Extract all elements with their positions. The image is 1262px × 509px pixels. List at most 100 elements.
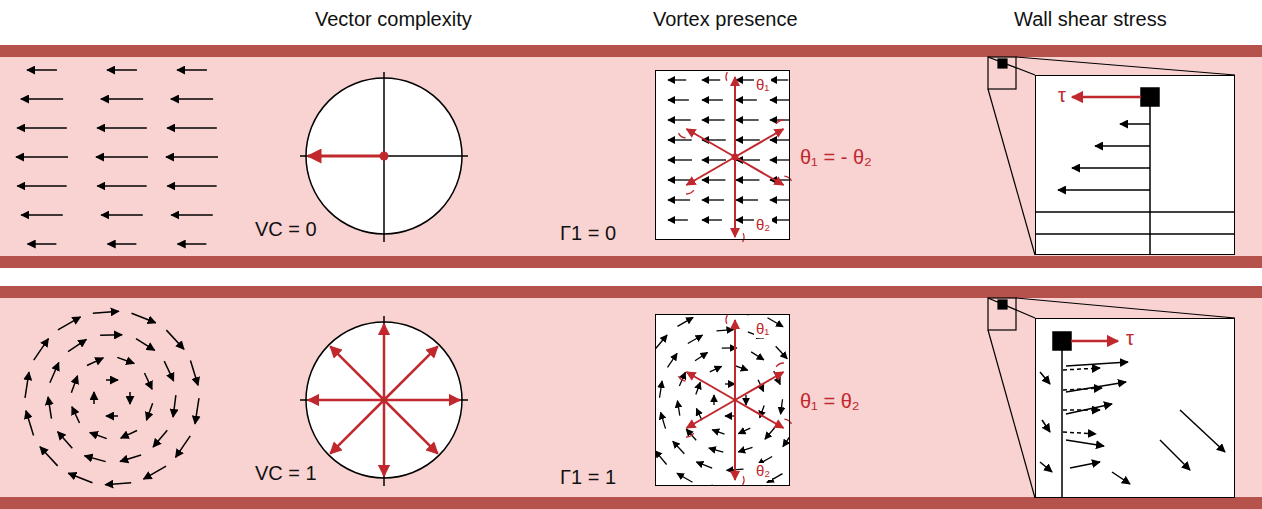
flow-vector	[667, 353, 677, 367]
flow-vector	[736, 119, 759, 120]
flow-vector	[734, 157, 736, 237]
flow-vector	[330, 400, 384, 454]
vessel-lumen	[0, 286, 1262, 509]
flow-vector	[686, 429, 696, 440]
flow-vector	[702, 199, 724, 200]
node-label: τ	[1124, 327, 1136, 349]
flow-vector	[40, 447, 58, 466]
flow-vector	[710, 366, 722, 371]
flow-vector	[101, 98, 143, 100]
flow-vector	[695, 353, 708, 361]
flow-vector	[687, 157, 735, 185]
angle-arc	[743, 233, 744, 242]
flow-vector	[668, 159, 692, 160]
flow-vector	[736, 99, 757, 100]
flow-vector	[48, 397, 51, 419]
flow-vector	[34, 339, 49, 360]
flow-vector	[702, 179, 725, 180]
flow-vector	[96, 156, 148, 158]
flow-vector	[677, 401, 679, 416]
flow-vector	[105, 483, 131, 485]
flow-vector	[736, 366, 748, 370]
angle-arc	[784, 176, 791, 181]
flow-vector	[93, 311, 119, 313]
flow-vector	[136, 339, 155, 351]
node-label: θ₂	[754, 463, 772, 480]
flow-vector	[85, 456, 106, 462]
vc-circle	[300, 316, 468, 486]
flow-vector	[696, 382, 700, 394]
zoom-panel	[1035, 318, 1235, 498]
angle-relation: θ₁ = - θ₂	[800, 146, 872, 169]
flow-vector	[167, 127, 217, 129]
vc-circle	[300, 72, 468, 242]
flow-vector	[668, 219, 688, 220]
shear-arrow	[1072, 96, 1141, 99]
flow-vector	[132, 313, 156, 323]
angle-relation: θ₁ = θ₂	[800, 390, 860, 413]
flow-vector	[702, 99, 723, 100]
flow-vector	[702, 119, 725, 120]
flow-vector	[90, 432, 107, 438]
flow-vectors	[16, 70, 820, 490]
flow-vector	[687, 400, 735, 428]
flow-vector	[97, 185, 146, 187]
flow-vector	[745, 395, 746, 405]
flow-vector	[97, 127, 147, 129]
flow-vector	[121, 430, 137, 438]
flow-vector	[17, 127, 67, 129]
flow-vector	[93, 392, 95, 404]
flow-vector	[735, 129, 783, 157]
flow-vector	[765, 428, 775, 439]
flow-vector	[735, 372, 783, 400]
flow-vector	[738, 428, 750, 433]
flow-vector	[108, 243, 137, 245]
flow-vector	[68, 339, 86, 351]
flow-vector	[668, 199, 690, 200]
panel-heading: Vortex presence	[653, 8, 798, 31]
angle-arc	[726, 315, 727, 324]
angle-arc	[726, 72, 727, 81]
flow-vector	[87, 358, 103, 366]
flow-vector	[712, 430, 724, 434]
flow-vector	[58, 317, 81, 330]
flow-vector	[25, 372, 29, 398]
flow-vector	[736, 139, 760, 140]
flow-vector	[709, 448, 723, 452]
flow-vector	[702, 159, 726, 160]
flow-vector	[738, 447, 752, 451]
center-dot	[732, 154, 739, 161]
flow-vector	[668, 179, 691, 180]
angle-arc	[679, 376, 686, 381]
node-label: θ₁	[754, 77, 771, 94]
flow-vector	[383, 400, 386, 476]
flow-vector	[153, 430, 167, 447]
flow-vector	[725, 415, 735, 416]
flow-vector	[171, 214, 213, 216]
flow-vector	[696, 462, 712, 468]
flow-vector	[677, 317, 693, 326]
flow-vector	[736, 79, 754, 80]
flow-vector	[166, 330, 184, 349]
flow-vector	[120, 455, 141, 461]
flow-vector	[171, 98, 213, 100]
flow-vector	[195, 398, 199, 424]
angle-arc	[686, 190, 694, 194]
flow-vector	[770, 159, 789, 160]
flow-vector	[26, 411, 34, 436]
flow-vector	[770, 199, 789, 200]
zoom-box: τ	[1035, 75, 1235, 255]
flow-vector	[27, 69, 57, 71]
flow-vector	[72, 407, 80, 423]
velocity-profile	[1040, 332, 1225, 497]
flow-vector	[751, 352, 764, 360]
flow-vector	[781, 399, 783, 414]
angle-arc	[686, 433, 694, 437]
flow-vector	[660, 381, 663, 398]
zoom-box: τ	[1035, 318, 1235, 498]
angle-arc	[743, 476, 744, 485]
flow-vector	[776, 346, 788, 358]
node-label: τ	[1056, 84, 1068, 106]
flow-vector	[716, 330, 733, 331]
flow-vector	[656, 451, 667, 465]
